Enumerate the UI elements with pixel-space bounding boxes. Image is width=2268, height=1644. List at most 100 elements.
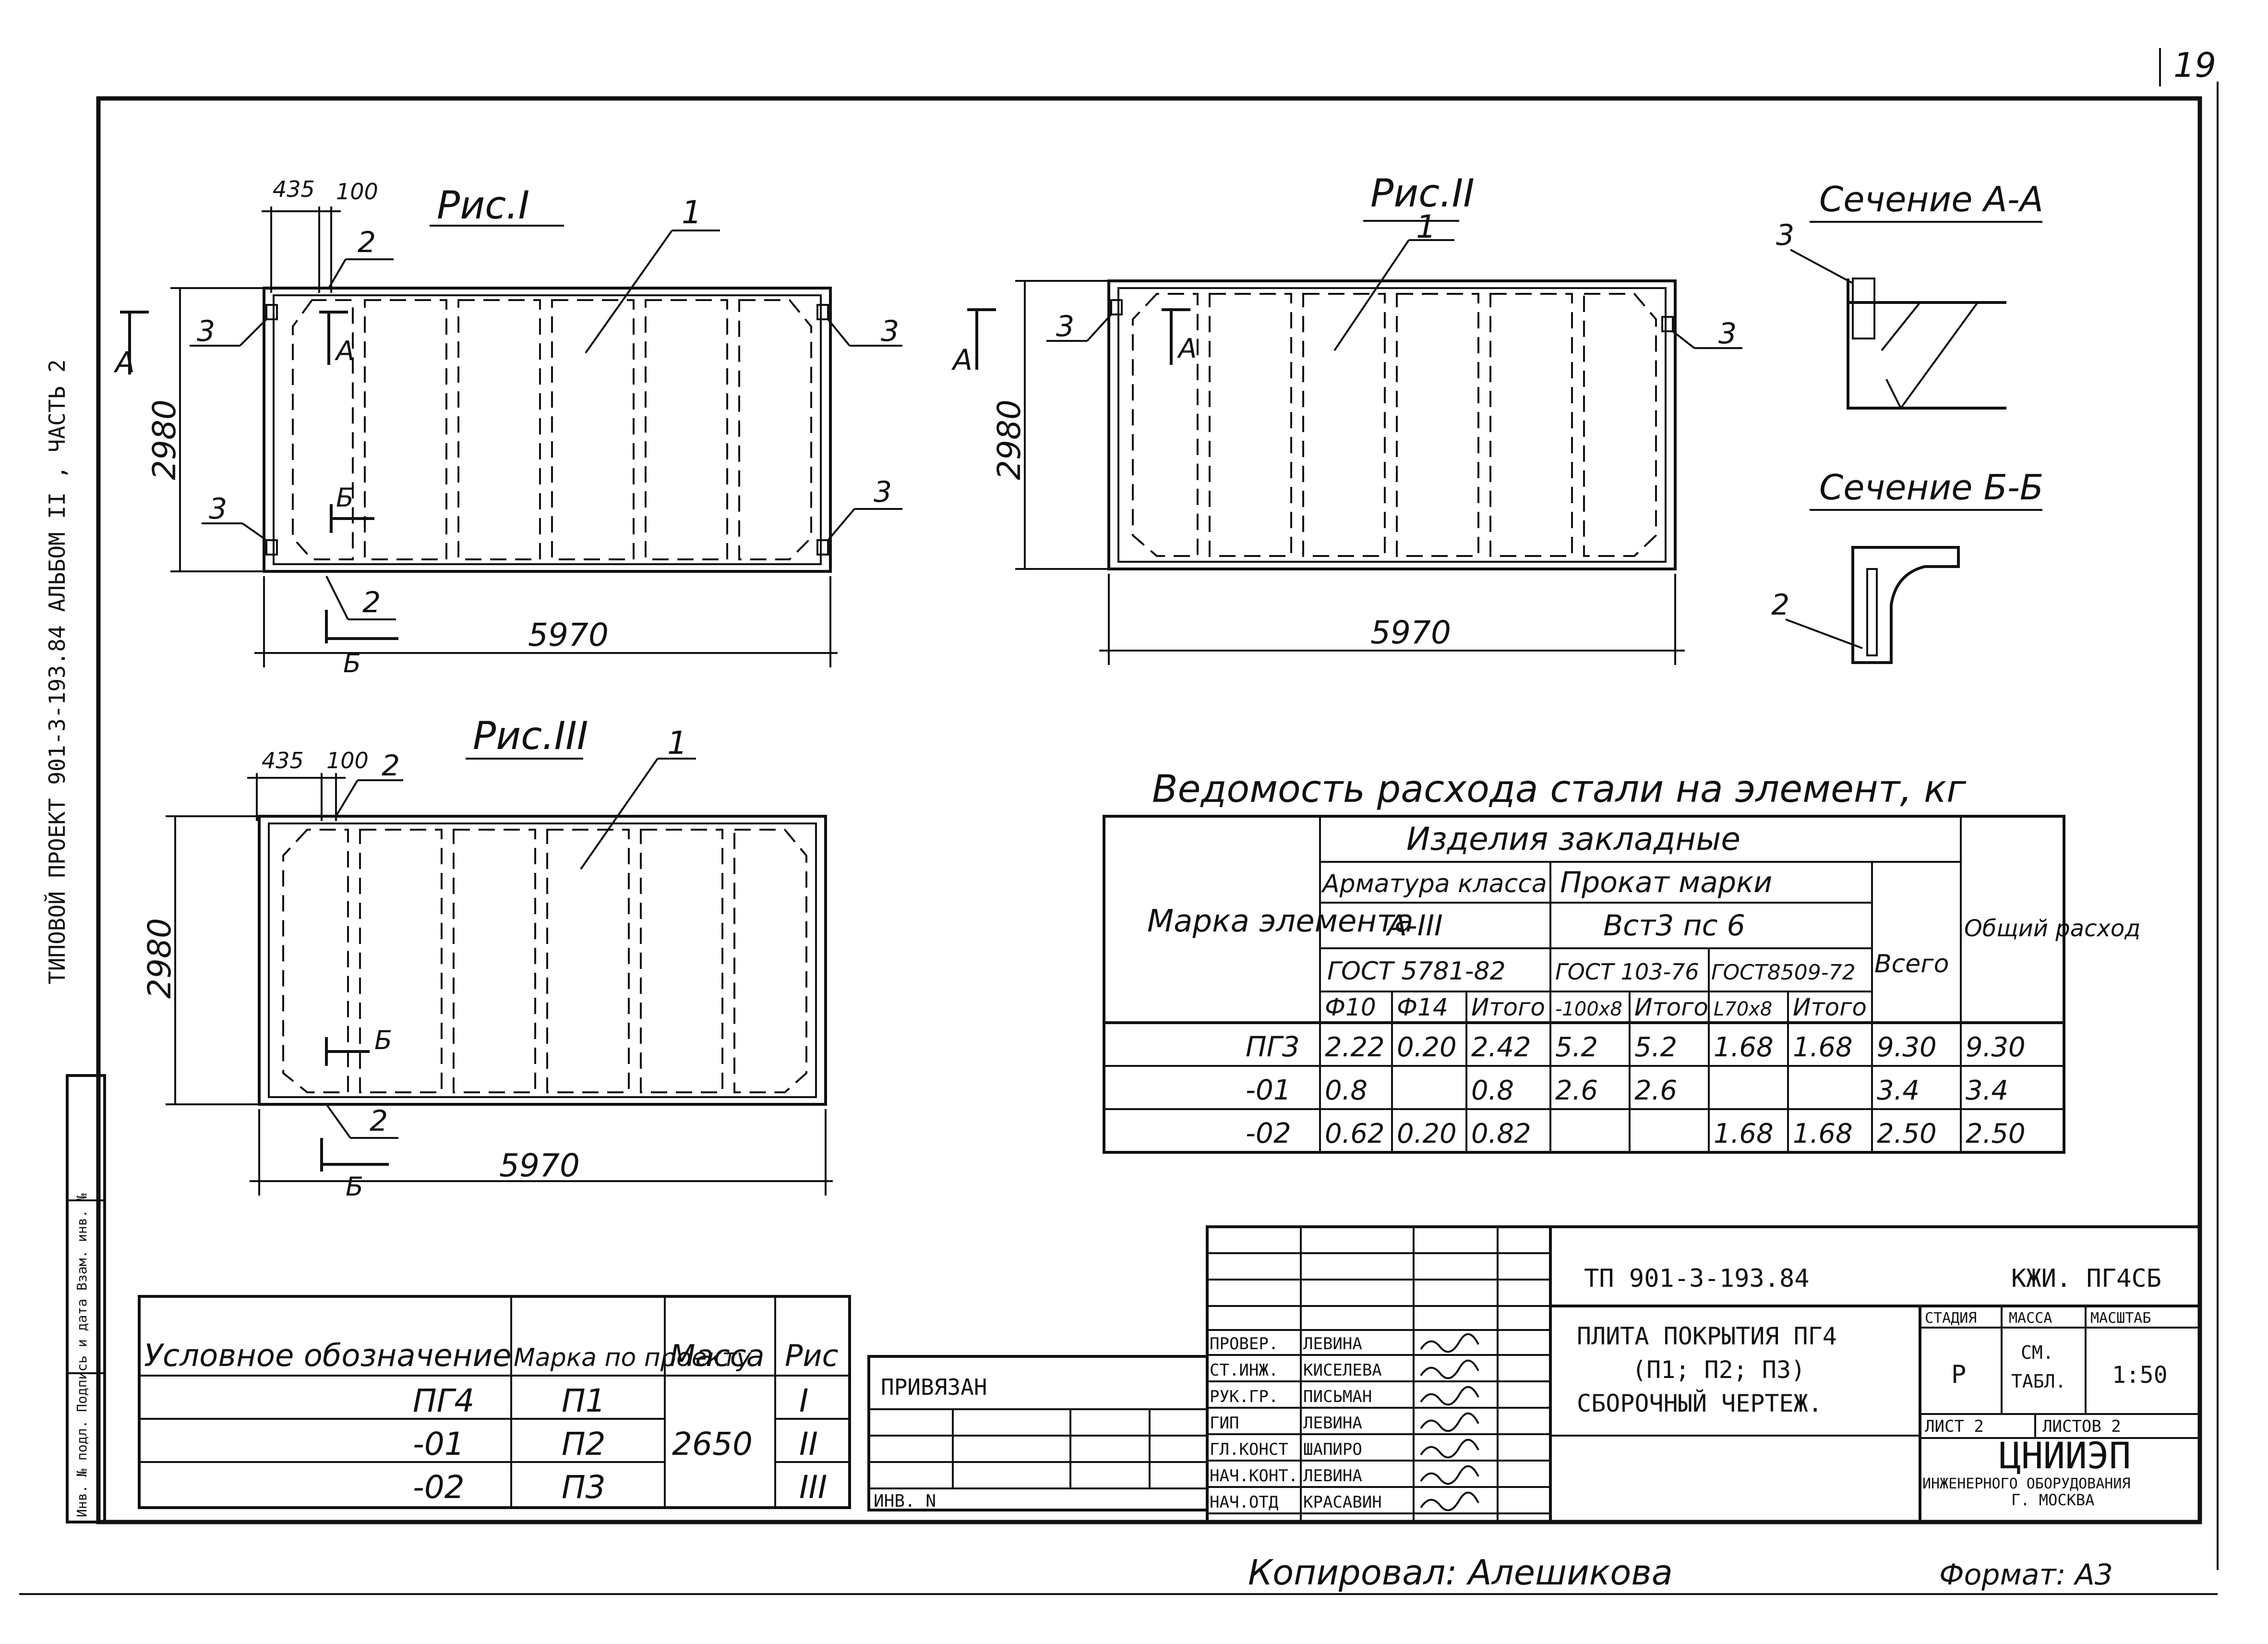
signature <box>1420 1412 1479 1432</box>
steel-table-col-header: Ф14 <box>1397 993 1448 1021</box>
section-b-b: Сечение Б-Б 2 <box>1771 467 2043 664</box>
inv-number-label: ИНВ. N <box>874 1491 936 1511</box>
sheet-number: ЛИСТ 2 <box>1925 1417 1984 1436</box>
steel-table-cell: 2.22 <box>1325 1032 1385 1063</box>
steel-table-col-header: Итого <box>1471 993 1545 1021</box>
figure-1-callout-3-tr: 3 <box>881 314 899 348</box>
figure-2: Рис.II 5970 2980 А А 1 3 3 <box>951 171 1742 665</box>
figure-1-height: 2980 <box>146 399 183 480</box>
role-name: ЛЕВИНА <box>1303 1414 1362 1433</box>
steel-table-gost-103: ГОСТ 103-76 <box>1555 959 1699 985</box>
figure-3-section-b-bottom: Б <box>346 1172 363 1202</box>
role-name: ШАПИРО <box>1303 1440 1362 1459</box>
figure-2-section-a-left: А <box>951 343 972 377</box>
steel-table-cell: 0.62 <box>1325 1118 1385 1149</box>
drawing-frame <box>96 96 2202 1524</box>
figure-3: Рис.III 5970 2980 435 100 Б Б 1 2 <box>141 713 833 1202</box>
legend-fig: III <box>799 1469 827 1506</box>
signature <box>1420 1438 1479 1459</box>
figure-3-section-b-top: Б <box>374 1025 392 1055</box>
section-a-title: Сечение А-А <box>1819 179 2043 219</box>
signature <box>1420 1386 1479 1406</box>
role-name: ПИСЬМАН <box>1303 1387 1372 1406</box>
legend-fig: I <box>799 1382 808 1419</box>
page-number: 19 <box>2173 46 2216 85</box>
figure-1-callout-3-bl: 3 <box>209 492 227 526</box>
figure-3-callout-2-bottom: 2 <box>370 1104 388 1138</box>
org-city: Г. МОСКВА <box>2011 1491 2094 1509</box>
spine-box-text: Инв. № подл. Подпись и дата Взам. инв. № <box>74 1194 90 1517</box>
steel-table-cell: 0.8 <box>1471 1075 1514 1106</box>
steel-table-col-header: Итого <box>1634 993 1708 1021</box>
figure-1: Рис.I 5970 2980 435 100 А <box>113 176 902 678</box>
figure-1-section-a-right: А <box>335 336 354 367</box>
figure-2-length: 5970 <box>1370 614 1451 651</box>
steel-table-cell: 9.30 <box>1877 1032 1937 1063</box>
legend-designation: ПГ4 <box>413 1382 474 1419</box>
steel-table: Ведомость расхода стали на элемент, кг М… <box>1103 768 2140 1154</box>
sheet-code: КЖИ. ПГ4СБ <box>2011 1264 2161 1293</box>
figure-3-height: 2980 <box>141 918 178 999</box>
steel-table-cell: 1.68 <box>1793 1118 1853 1149</box>
copied-by: Копировал: Алешикова <box>1248 1552 1673 1593</box>
figure-3-callout-1: 1 <box>667 725 687 762</box>
role-name: КРАСАВИН <box>1303 1493 1382 1512</box>
description-line-1: ПЛИТА ПОКРЫТИЯ ПГ4 <box>1577 1322 1837 1350</box>
legend-header-designation: Условное обозначение <box>144 1338 512 1374</box>
role-label: ГЛ.КОНСТ <box>1210 1440 1288 1459</box>
stage-label: СТАДИЯ <box>1925 1310 1977 1327</box>
project-code: ТП 901-3-193.84 <box>1584 1264 1810 1293</box>
steel-table-gost-8509: ГОСТ8509-72 <box>1711 960 1856 985</box>
steel-table-row-mark: -02 <box>1246 1117 1291 1149</box>
section-a-callout-3: 3 <box>1776 218 1794 252</box>
figure-1-section-b-bottom: Б <box>343 648 361 678</box>
legend-mark: П3 <box>562 1469 606 1506</box>
signature <box>1420 1491 1479 1511</box>
steel-table-grand-total-header: Общий расход <box>1964 915 2140 942</box>
role-name: ЛЕВИНА <box>1303 1466 1362 1486</box>
role-label: НАЧ.ОТД <box>1210 1493 1278 1512</box>
figure-1-length: 5970 <box>528 616 609 653</box>
steel-table-cell: 0.82 <box>1471 1118 1531 1149</box>
scale-label: МАСШТАБ <box>2090 1310 2151 1327</box>
scale-value: 1:50 <box>2112 1362 2168 1389</box>
steel-table-cell: 5.2 <box>1634 1032 1677 1063</box>
steel-table-cell: 1.68 <box>1714 1032 1774 1063</box>
steel-table-col-header: Итого <box>1793 993 1867 1021</box>
role-label: НАЧ.КОНТ. <box>1210 1466 1298 1486</box>
description-line-3: СБОРОЧНЫЙ ЧЕРТЕЖ. <box>1577 1389 1823 1417</box>
section-b-callout-2: 2 <box>1771 588 1789 622</box>
steel-table-col-header: -100х8 <box>1555 998 1622 1020</box>
description-line-2: (П1; П2; П3) <box>1632 1356 1805 1384</box>
role-label: СТ.ИНЖ. <box>1210 1361 1278 1380</box>
steel-table-cell: 2.50 <box>1966 1118 2026 1149</box>
steel-table-reinf-class: Арматура класса <box>1321 870 1547 898</box>
figure-1-slab-outline <box>263 287 832 573</box>
steel-table-cell: 2.6 <box>1555 1075 1598 1106</box>
steel-table-rolled-header: Прокат марки <box>1560 866 1772 899</box>
steel-table-cell: 5.2 <box>1555 1032 1598 1063</box>
role-name: ЛЕВИНА <box>1303 1334 1362 1354</box>
steel-table-reinf-grade: А-III <box>1385 909 1443 943</box>
title-block: ПРОВЕР.ЛЕВИНАСТ.ИНЖ.КИСЕЛЕВАРУК.ГР.ПИСЬМ… <box>1206 1225 2201 1523</box>
figure-1-callout-2-top: 2 <box>358 226 376 259</box>
legend-mark: П2 <box>562 1426 606 1463</box>
steel-table-cell: 2.50 <box>1877 1118 1937 1149</box>
privyazan-block: ПРИВЯЗАН ИНВ. N <box>867 1355 1209 1511</box>
figure-3-dim-100: 100 <box>326 748 369 774</box>
steel-table-cell: 3.4 <box>1966 1075 2008 1106</box>
legend-designation: -02 <box>413 1469 465 1506</box>
privyazan-label: ПРИВЯЗАН <box>881 1374 987 1400</box>
figure-2-title: Рис.II <box>1370 171 1475 216</box>
figure-3-callout-2-top: 2 <box>382 749 400 783</box>
steel-table-cell: 0.20 <box>1397 1118 1457 1149</box>
figure-1-callout-3-tl: 3 <box>197 314 215 348</box>
role-label: РУК.ГР. <box>1210 1387 1278 1406</box>
steel-table-cell: 0.20 <box>1397 1032 1457 1063</box>
section-a-a: Сечение А-А 3 <box>1776 179 2043 410</box>
figure-3-title: Рис.III <box>473 713 588 758</box>
steel-table-cell: 0.8 <box>1325 1075 1368 1106</box>
stage-value: Р <box>1951 1360 1966 1389</box>
